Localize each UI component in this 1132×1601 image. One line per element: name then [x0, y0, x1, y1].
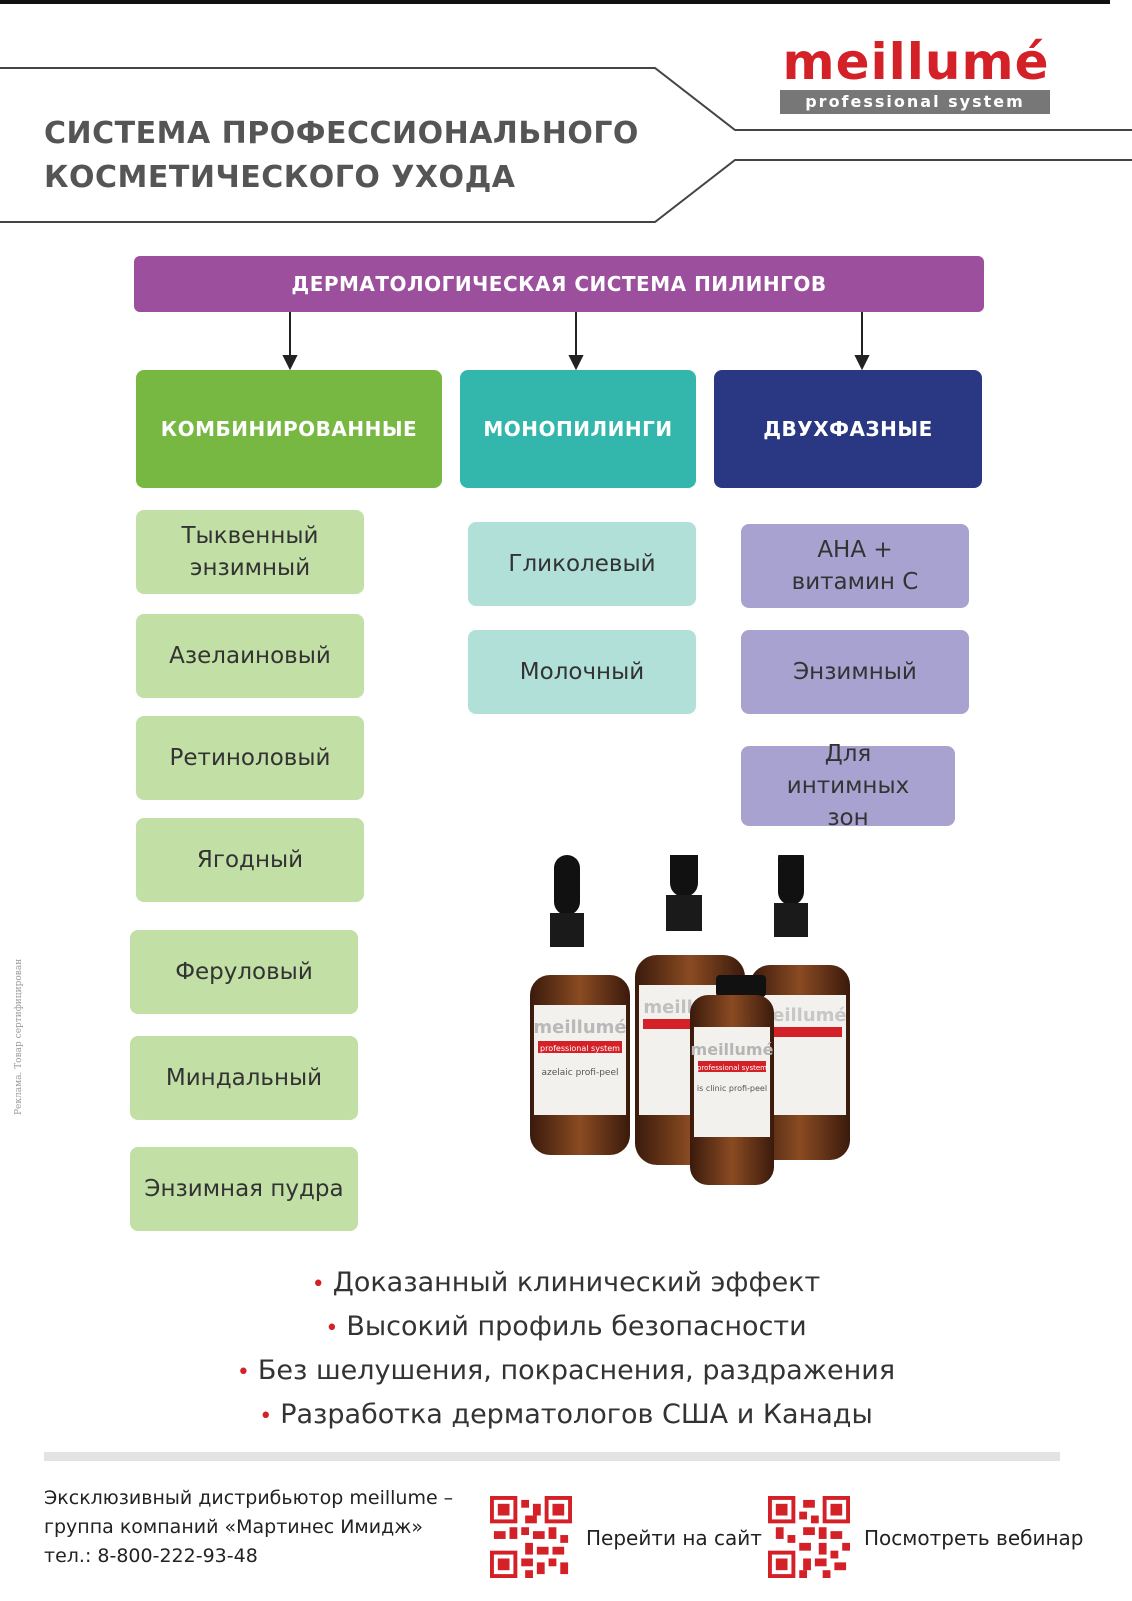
arrow-down-icon	[282, 355, 298, 371]
system-title-bar: ДЕРМАТОЛОГИЧЕСКАЯ СИСТЕМА ПИЛИНГОВ	[134, 256, 984, 312]
bottle-4: meillumé professional system is clinic p…	[690, 975, 774, 1185]
svg-text:meillumé: meillumé	[533, 1017, 626, 1038]
distributor-info: Эксклюзивный дистрибьютор meillume – гру…	[44, 1484, 453, 1571]
peel-item: Ягодный	[136, 818, 364, 902]
peel-item: Гликолевый	[468, 522, 696, 606]
peel-item: Для интимных зон	[741, 741, 955, 831]
svg-text:meillumé: meillumé	[691, 1040, 774, 1059]
qr-label-webinar[interactable]: Посмотреть вебинар	[864, 1526, 1084, 1550]
peel-item: Энзимный	[741, 630, 969, 714]
category-biphase: ДВУХФАЗНЫЕ	[714, 370, 982, 488]
peel-item: Молочный	[468, 630, 696, 714]
qr-code-icon[interactable]	[768, 1496, 850, 1578]
benefits-list: •Доказанный клинический эффект •Высокий …	[0, 1262, 1132, 1438]
svg-text:professional system: professional system	[697, 1064, 767, 1072]
category-combined: КОМБИНИРОВАННЫЕ	[136, 370, 442, 488]
logo-tagline: professional system	[780, 90, 1050, 114]
peel-item: АНА + витамин С	[741, 524, 969, 608]
peel-item: Азелаиновый	[136, 614, 364, 698]
svg-text:is clinic profi-peel: is clinic profi-peel	[697, 1084, 767, 1093]
benefit-item: •Разработка дерматологов США и Канады	[259, 1399, 873, 1430]
peel-item: Энзимная пудра	[130, 1147, 358, 1231]
footer-divider	[44, 1452, 1060, 1461]
top-rule	[0, 0, 1110, 4]
peel-item: Миндальный	[130, 1036, 358, 1120]
peel-item: Ретиноловый	[136, 716, 364, 800]
connector-arrows	[282, 312, 870, 371]
header-frame	[0, 67, 1132, 223]
arrow-down-icon	[854, 355, 870, 371]
arrow-down-icon	[568, 355, 584, 371]
svg-text:professional system: professional system	[540, 1044, 620, 1053]
page-title: СИСТЕМА ПРОФЕССИОНАЛЬНОГО КОСМЕТИЧЕСКОГО…	[44, 112, 639, 200]
benefit-item: •Высокий профиль безопасности	[325, 1311, 807, 1342]
peel-item: Тыквенный энзимный	[136, 510, 364, 594]
benefit-item: •Доказанный клинический эффект	[311, 1267, 821, 1298]
page-title-line2: КОСМЕТИЧЕСКОГО УХОДА	[44, 160, 516, 195]
category-mono: МОНОПИЛИНГИ	[460, 370, 696, 488]
product-bottles-image: meillumé professional system azelaic pro…	[530, 855, 850, 1185]
distributor-line1: Эксклюзивный дистрибьютор meillume –	[44, 1487, 454, 1509]
svg-text:azelaic profi-peel: azelaic profi-peel	[541, 1068, 618, 1078]
qr-label-site[interactable]: Перейти на сайт	[586, 1526, 762, 1550]
peel-item: Феруловый	[130, 930, 358, 1014]
logo-wordmark: meillumé	[782, 33, 1050, 91]
svg-text:meillumé: meillumé	[753, 1005, 846, 1026]
distributor-phone: тел.: 8-800-222-93-48	[44, 1545, 258, 1567]
legal-note: Реклама. Товар сертифицирован	[14, 958, 24, 1115]
brand-logo: meillumé professional system	[776, 34, 1056, 114]
bottle-1: meillumé professional system azelaic pro…	[530, 855, 630, 1155]
distributor-line2: группа компаний «Мартинес Имидж»	[44, 1516, 423, 1538]
qr-code-icon[interactable]	[490, 1496, 572, 1578]
benefit-item: •Без шелушения, покраснения, раздражения	[236, 1355, 896, 1386]
page-title-line1: СИСТЕМА ПРОФЕССИОНАЛЬНОГО	[44, 116, 639, 151]
